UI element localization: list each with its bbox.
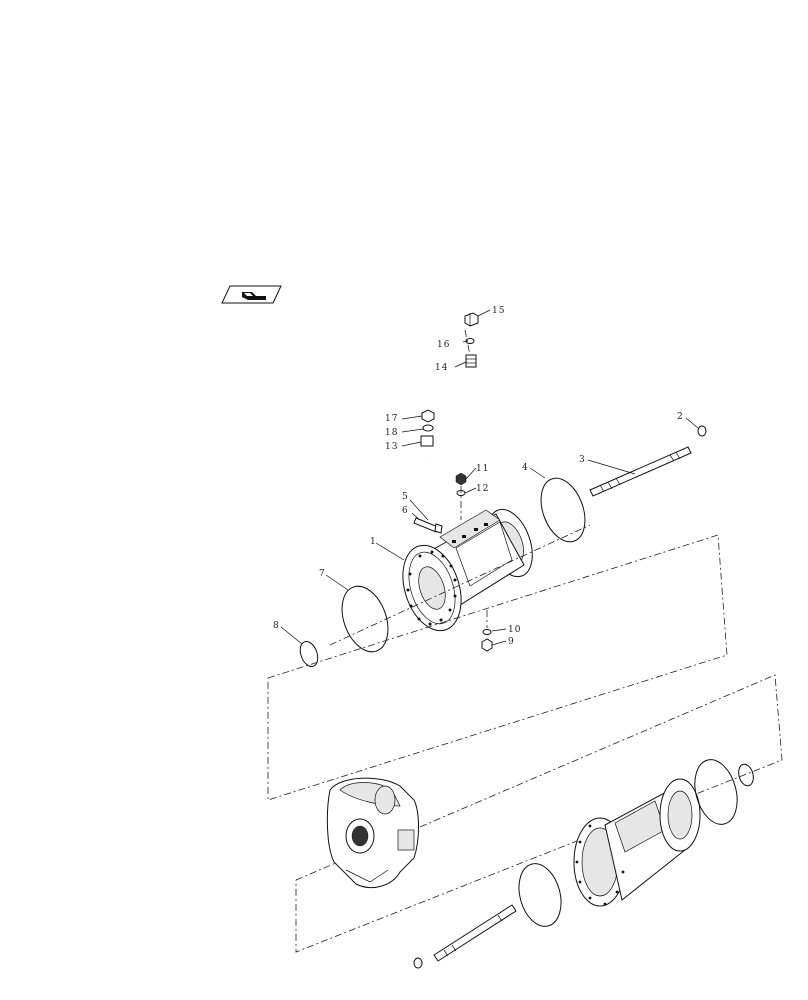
part-9-plug [481, 638, 493, 652]
hand-pointing-icon [242, 292, 266, 300]
part-5-bolt [413, 517, 443, 534]
callout-13: 13 [385, 442, 398, 452]
part-8-snap-ring [299, 640, 319, 668]
part-2-snap-ring [697, 425, 707, 437]
part-13-tube [420, 367, 483, 463]
callout-6: 6 [402, 506, 409, 516]
callout-8: 8 [273, 621, 280, 631]
callout-7: 7 [319, 569, 326, 579]
callout-labels: 15 16 14 17 18 13 2 3 11 12 4 5 6 1 7 10… [273, 306, 684, 647]
lower-snap-ring [738, 763, 754, 787]
callout-3: 3 [579, 455, 586, 465]
part-18-washer [422, 424, 434, 432]
part-17-nut [421, 409, 435, 423]
part-11-plug [455, 472, 467, 486]
callout-12: 12 [476, 484, 489, 494]
lower-o-ring-large [694, 759, 738, 825]
axle-housing-assembled [573, 778, 701, 907]
lower-shaft-ring [413, 957, 423, 969]
callout-9: 9 [508, 637, 515, 647]
dashed-boundary-upper [267, 534, 728, 801]
callout-5: 5 [402, 492, 409, 502]
callout-18: 18 [385, 428, 398, 438]
lower-axle-shaft [433, 904, 517, 962]
part-10-washer [482, 629, 492, 635]
part-16-washer [465, 338, 475, 344]
steering-knuckle-housing [326, 777, 419, 888]
view-badge [221, 285, 282, 304]
dashed-boundary-lower [295, 674, 783, 953]
callout-4: 4 [522, 463, 529, 473]
part-15-cap [464, 312, 479, 327]
lower-o-ring-middle [518, 863, 562, 927]
callout-17: 17 [385, 414, 398, 424]
part-1-axle-housing [402, 508, 533, 632]
callout-10: 10 [508, 625, 521, 635]
callout-2: 2 [677, 412, 684, 422]
callout-1: 1 [370, 537, 377, 547]
callout-14: 14 [435, 363, 448, 373]
callout-15: 15 [492, 306, 505, 316]
callout-16: 16 [437, 340, 450, 350]
part-4-o-ring [540, 477, 586, 543]
part-7-o-ring [341, 585, 389, 653]
part-3-axle-shaft [589, 446, 692, 497]
part-14-fitting [465, 354, 477, 368]
callout-11: 11 [476, 464, 489, 474]
